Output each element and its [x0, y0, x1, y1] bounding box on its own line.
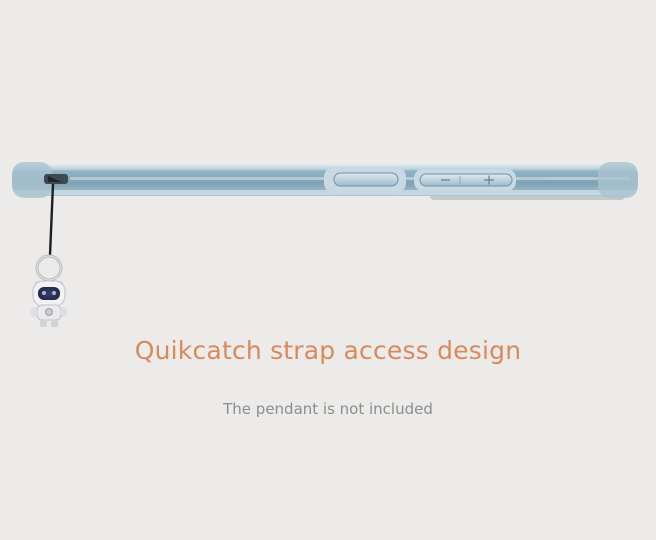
headline: Quikcatch strap access design [134, 336, 522, 365]
pendant-note: The pendant is not included [223, 400, 433, 418]
robot-pendant-icon [31, 183, 67, 327]
phone-side-view-icon [12, 162, 638, 200]
